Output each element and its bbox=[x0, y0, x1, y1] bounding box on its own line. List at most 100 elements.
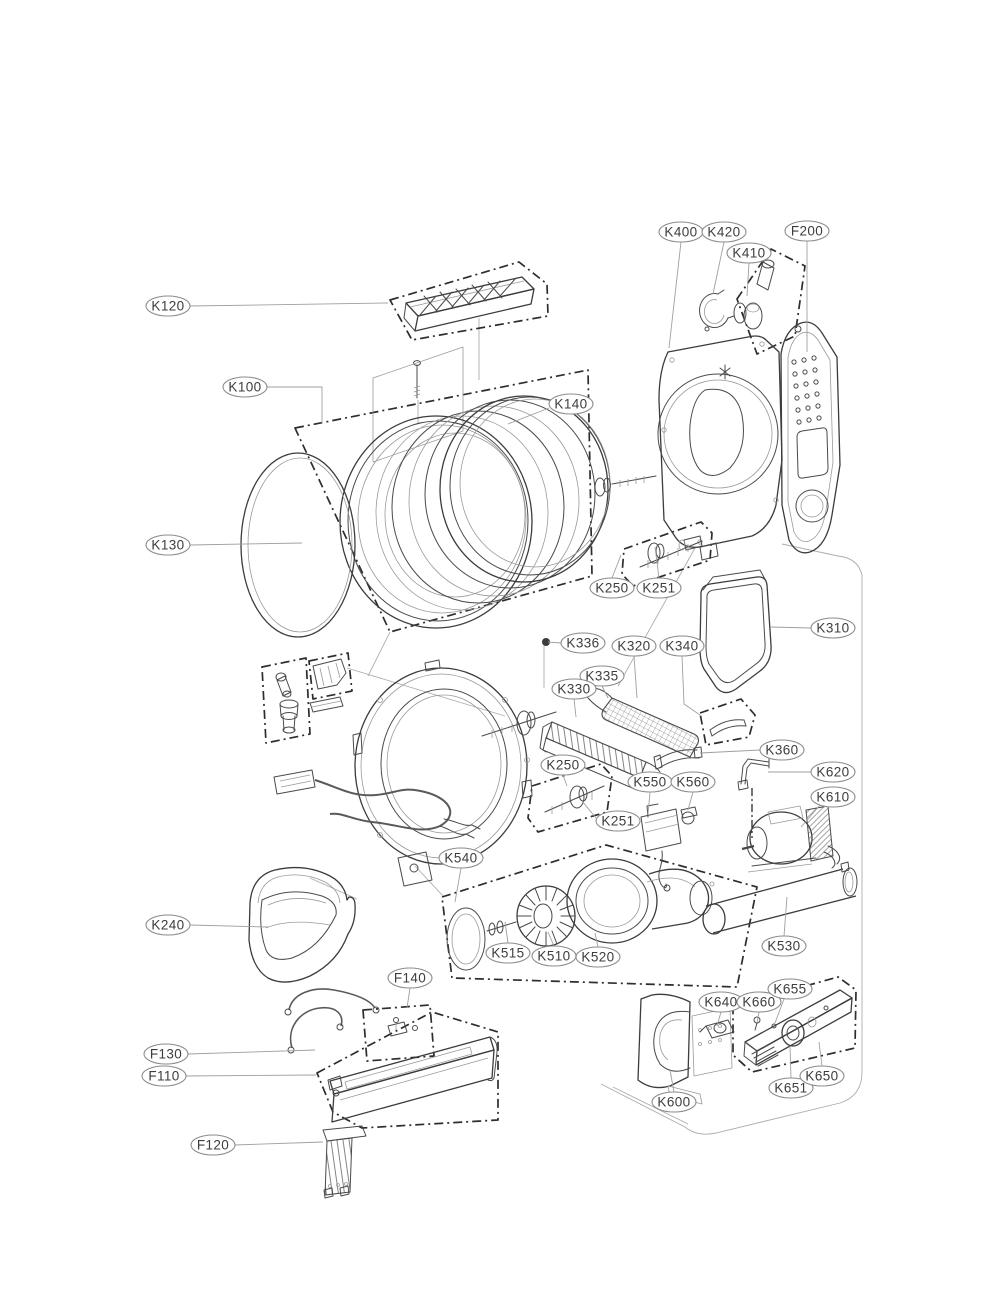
leader-line bbox=[818, 1041, 823, 1067]
box-k120 bbox=[389, 261, 549, 341]
callout-text: K240 bbox=[151, 918, 184, 933]
part-label-k420-5: K420 bbox=[701, 221, 747, 295]
leader-line bbox=[611, 554, 622, 579]
duct-cover-frame-art bbox=[699, 569, 772, 694]
leader-line bbox=[699, 749, 761, 754]
part-label-k400-4: K400 bbox=[658, 221, 704, 349]
leader-line bbox=[185, 1074, 317, 1077]
part-label-f200-7: F200 bbox=[784, 220, 830, 352]
callout-text: F200 bbox=[791, 224, 823, 239]
leader-line bbox=[687, 791, 694, 811]
leader-line bbox=[234, 1141, 324, 1146]
part-label-k250-21: K250 bbox=[540, 754, 586, 787]
heater-assembly-art bbox=[327, 1036, 498, 1123]
callout-text: F110 bbox=[148, 1069, 179, 1084]
leader-line bbox=[716, 1011, 722, 1027]
callout-bubble bbox=[670, 771, 716, 793]
part-label-k130-2: K130 bbox=[145, 534, 303, 556]
part-label-k240-28: K240 bbox=[145, 914, 269, 936]
box-k540-blower bbox=[441, 844, 758, 988]
leader-line bbox=[769, 626, 812, 629]
callout-bubble bbox=[438, 847, 484, 869]
part-label-f120-32: F120 bbox=[190, 1134, 324, 1156]
lamp-parts-art bbox=[733, 259, 775, 330]
callout-text: F120 bbox=[197, 1138, 229, 1153]
box-k410 bbox=[736, 248, 806, 355]
box-k220-group bbox=[261, 657, 311, 744]
part-label-k650-38: K650 bbox=[799, 1041, 845, 1087]
leader-line bbox=[774, 998, 785, 1024]
callout-text: K310 bbox=[816, 621, 849, 636]
part-label-k120-0: K120 bbox=[145, 295, 389, 317]
leader-line bbox=[189, 302, 389, 307]
callout-text: K330 bbox=[557, 682, 590, 697]
callout-bubble bbox=[560, 632, 606, 654]
callout-text: K420 bbox=[707, 225, 740, 240]
leader-line bbox=[668, 241, 682, 349]
callout-text: K510 bbox=[537, 949, 570, 964]
callout-bubble bbox=[659, 635, 705, 657]
callout-text: F130 bbox=[150, 1047, 182, 1062]
callout-text: K651 bbox=[774, 1081, 807, 1096]
part-label-k330-15: K330 bbox=[551, 678, 597, 718]
rear-cover-art bbox=[780, 321, 841, 554]
part-label-k560-20: K560 bbox=[670, 771, 716, 811]
callout-text: K320 bbox=[617, 639, 650, 654]
callout-bubble bbox=[222, 376, 268, 398]
rear-axle-art bbox=[594, 475, 657, 497]
callout-bubble bbox=[141, 1065, 187, 1087]
callout-bubble bbox=[145, 914, 191, 936]
callout-text: K335 bbox=[585, 669, 618, 684]
callout-bubble bbox=[636, 577, 682, 599]
bracket-art bbox=[737, 758, 770, 838]
part-label-k250-8: K250 bbox=[589, 554, 635, 599]
idler-assembly-art bbox=[743, 989, 853, 1067]
box-k340 bbox=[699, 698, 756, 746]
callout-bubble bbox=[761, 935, 807, 957]
callout-bubble bbox=[726, 242, 772, 264]
part-label-k251-22: K251 bbox=[581, 800, 641, 832]
inner-panel-ghost bbox=[372, 346, 464, 463]
part-label-k655-35: K655 bbox=[767, 978, 813, 1024]
part-label-k410-6: K410 bbox=[726, 242, 772, 297]
part-label-k651-37: K651 bbox=[768, 1045, 814, 1099]
part-label-k310-10: K310 bbox=[769, 617, 856, 639]
leader-line bbox=[581, 800, 597, 819]
callout-text: K560 bbox=[676, 775, 709, 790]
thermostat-kit-art bbox=[387, 1017, 418, 1037]
callout-text: K530 bbox=[767, 939, 800, 954]
part-label-k540-23: K540 bbox=[438, 847, 484, 903]
box-f140 bbox=[362, 1004, 435, 1062]
callout-text: K130 bbox=[151, 538, 184, 553]
callout-bubble bbox=[190, 1134, 236, 1156]
callout-text: K140 bbox=[554, 397, 587, 412]
leader-line bbox=[189, 542, 303, 546]
callout-text: K600 bbox=[657, 1095, 690, 1110]
thermostat-art bbox=[640, 803, 698, 892]
leader-line bbox=[681, 655, 701, 716]
callout-text: K550 bbox=[633, 775, 666, 790]
part-label-k335-14: K335 bbox=[579, 665, 625, 699]
callout-bubble bbox=[143, 1043, 189, 1065]
callout-text: K660 bbox=[742, 995, 775, 1010]
part-label-k140-3: K140 bbox=[507, 393, 594, 425]
callout-text: K250 bbox=[546, 758, 579, 773]
callout-text: K655 bbox=[773, 982, 806, 997]
callout-bubble bbox=[651, 1091, 697, 1113]
callout-bubble bbox=[485, 942, 531, 964]
callout-bubble bbox=[810, 617, 856, 639]
duct-tube-art bbox=[702, 861, 858, 935]
callout-text: K251 bbox=[642, 581, 675, 596]
callout-text: K251 bbox=[601, 814, 634, 829]
leader-line bbox=[669, 1069, 675, 1093]
motor-art bbox=[741, 805, 841, 873]
wire-harness-art bbox=[273, 769, 481, 839]
seal-strip-art bbox=[709, 719, 747, 737]
callout-bubble bbox=[579, 665, 625, 687]
part-label-k640-33: K640 bbox=[698, 991, 744, 1027]
front-seal-art bbox=[240, 452, 356, 638]
part-label-k360-16: K360 bbox=[699, 739, 805, 761]
leader-line bbox=[406, 987, 411, 1009]
assembly-flow-lines bbox=[309, 318, 863, 1135]
